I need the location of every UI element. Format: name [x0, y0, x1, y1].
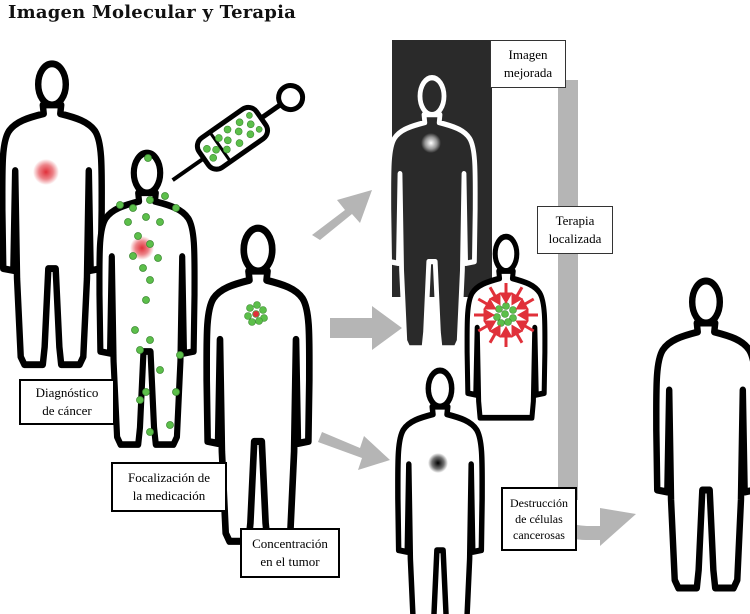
- medication-particle: [137, 347, 144, 354]
- medication-particle: [155, 255, 162, 262]
- medication-particle: [147, 337, 154, 344]
- medication-particle: [173, 205, 180, 212]
- medication-particle: [130, 253, 137, 260]
- medication-particle: [145, 155, 152, 162]
- tumor-core: [253, 311, 259, 317]
- syringe-icon: [162, 76, 310, 195]
- medication-particle: [173, 389, 180, 396]
- label-concentration: Concentración en el tumor: [240, 528, 340, 578]
- medication-particle: [157, 367, 164, 374]
- person-diagnosis: [2, 64, 101, 365]
- destroyed-spot: [428, 453, 448, 473]
- medication-particle: [137, 397, 144, 404]
- medication-particle: [143, 297, 150, 304]
- medication-particle: [140, 265, 147, 272]
- medication-particle: [143, 214, 150, 221]
- person-post-therapy: [398, 370, 482, 614]
- medication-particle: [132, 327, 139, 334]
- medication-particle: [135, 233, 142, 240]
- diagram-title: Imagen Molecular y Terapia: [8, 2, 296, 23]
- tumor-spot: [33, 159, 59, 185]
- label-localized-therapy: Terapia localizada: [537, 206, 613, 254]
- medication-particle: [117, 202, 124, 209]
- process-arrow-3: [318, 432, 390, 470]
- medication-particle: [130, 205, 137, 212]
- medication-particle: [147, 197, 154, 204]
- medication-particle: [125, 219, 132, 226]
- label-diagnosis: Diagnóstico de cáncer: [19, 379, 115, 425]
- label-targeting: Focalización de la medicación: [111, 462, 227, 512]
- medication-particle: [143, 389, 150, 396]
- label-enhanced-imaging: Imagen mejorada: [490, 40, 566, 88]
- medication-particle: [162, 193, 169, 200]
- process-arrow-1: [312, 190, 372, 240]
- medication-particle: [177, 352, 184, 359]
- label-destruction: Destrucción de células cancerosas: [501, 487, 577, 551]
- medication-particle: [157, 219, 164, 226]
- therapy-pipe: [550, 80, 636, 546]
- imaging-hotspot: [421, 133, 441, 153]
- process-arrow-2: [330, 306, 402, 350]
- person-healthy: [656, 281, 750, 588]
- medication-particle: [147, 241, 154, 248]
- medication-particle: [147, 277, 154, 284]
- medication-particle: [147, 429, 154, 436]
- medication-particle: [167, 422, 174, 429]
